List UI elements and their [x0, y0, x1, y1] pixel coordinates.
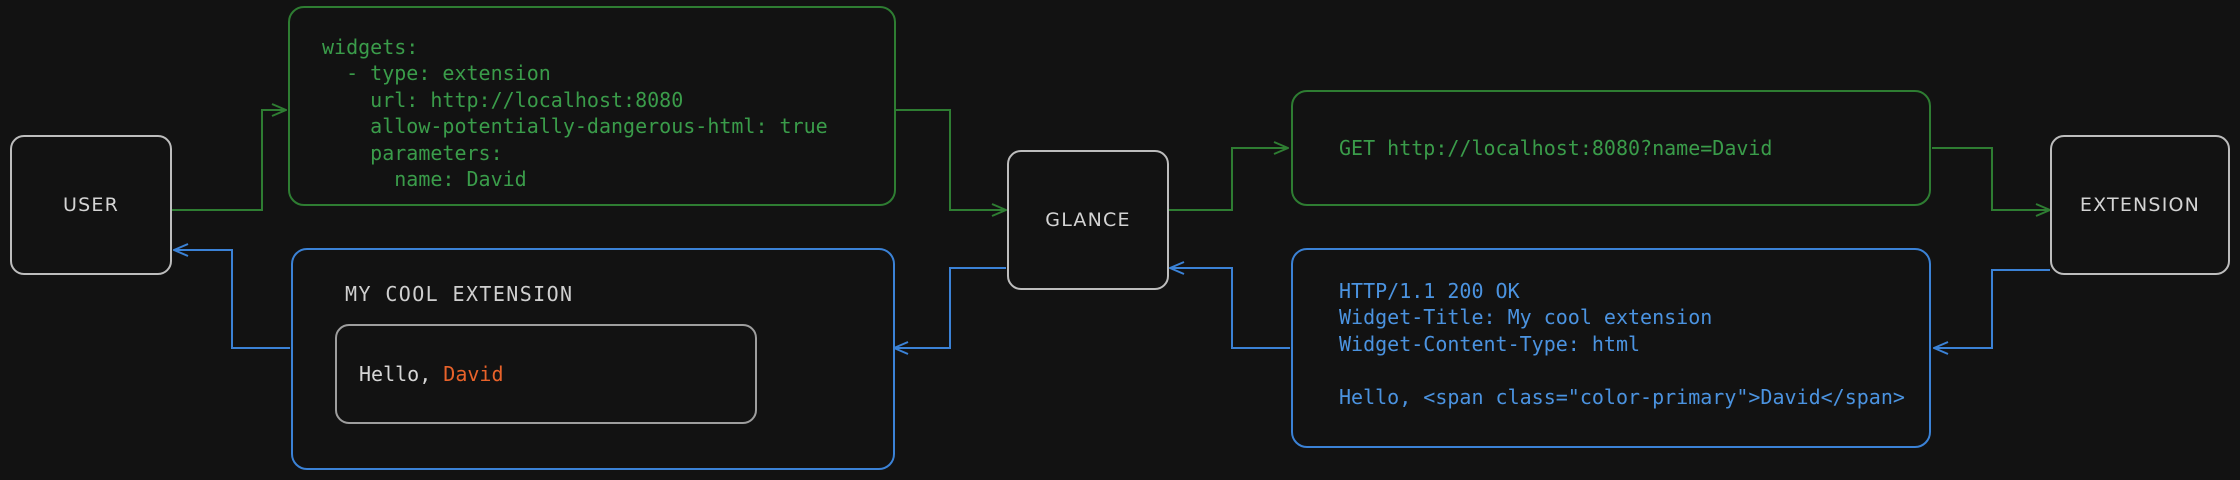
panel-rendered-widget[interactable]: MY COOL EXTENSION Hello, David — [291, 248, 895, 470]
panel-http-response[interactable]: HTTP/1.1 200 OK Widget-Title: My cool ex… — [1291, 248, 1931, 448]
config-yaml-code: widgets: - type: extension url: http://l… — [322, 35, 828, 191]
http-request-code: GET http://localhost:8080?name=David — [1339, 135, 1773, 160]
rendered-widget-title: MY COOL EXTENSION — [345, 282, 574, 306]
rendered-widget-content-box: Hello, David — [335, 324, 757, 424]
rendered-widget-title-row: MY COOL EXTENSION — [293, 250, 893, 306]
panel-http-request[interactable]: GET http://localhost:8080?name=David — [1291, 90, 1931, 206]
rendered-widget-greeting: Hello, David — [337, 362, 504, 386]
node-glance[interactable]: GLANCE — [1007, 150, 1169, 290]
connector-request-to-extension — [1932, 147, 2050, 210]
connector-widget-to-user — [174, 250, 290, 349]
connector-extension-to-response — [1934, 269, 2050, 348]
panel-config-yaml[interactable]: widgets: - type: extension url: http://l… — [288, 6, 896, 206]
node-glance-label: GLANCE — [1045, 209, 1131, 231]
node-user[interactable]: USER — [10, 135, 172, 275]
connector-config-to-glance — [896, 109, 1006, 210]
node-extension[interactable]: EXTENSION — [2050, 135, 2230, 275]
rendered-widget-greeting-prefix: Hello, — [359, 362, 444, 386]
connector-response-to-glance — [1170, 268, 1290, 349]
http-response-code: HTTP/1.1 200 OK Widget-Title: My cool ex… — [1339, 279, 1905, 409]
connector-user-to-config — [172, 110, 286, 211]
node-user-label: USER — [63, 194, 119, 216]
connector-glance-to-request — [1168, 148, 1288, 211]
connector-glance-to-widget — [894, 267, 1006, 348]
rendered-widget-greeting-name: David — [443, 362, 504, 386]
node-extension-label: EXTENSION — [2079, 194, 2201, 216]
